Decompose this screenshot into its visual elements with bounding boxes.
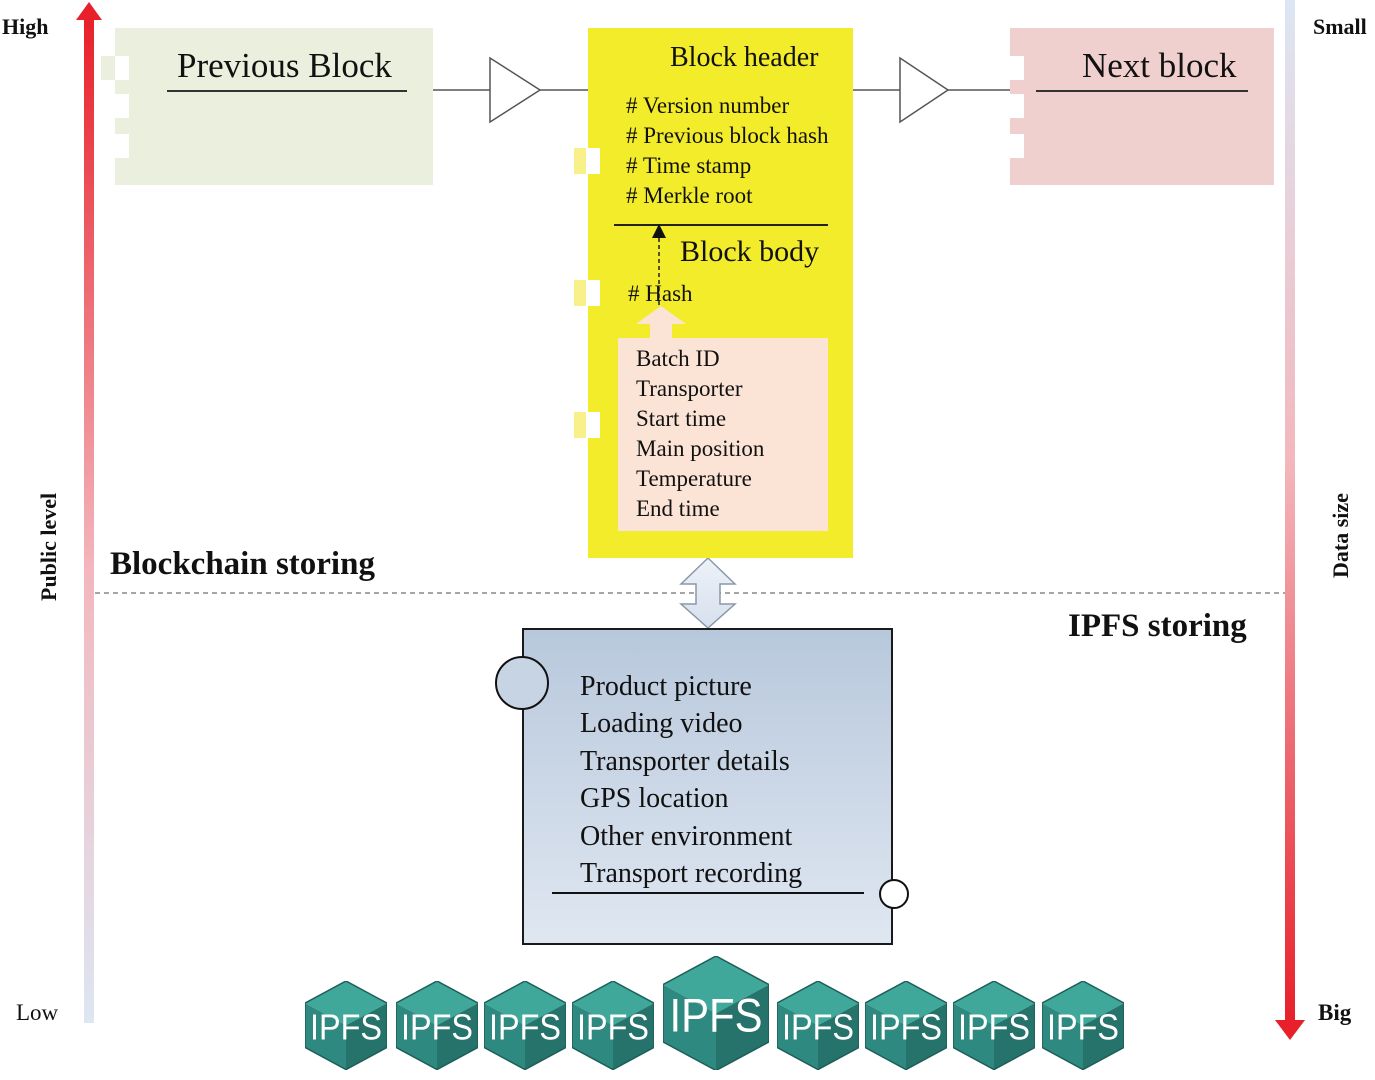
batch-field-transporter: Transporter	[636, 376, 743, 401]
public-level-low-label: Low	[16, 1000, 59, 1025]
block-notch	[574, 148, 600, 174]
public-level-axis-title: Public level	[36, 492, 61, 601]
header-field-previous-hash: # Previous block hash	[626, 123, 829, 148]
ipfs-record: Product picture Loading video Transporte…	[522, 628, 893, 945]
block-notch	[115, 56, 129, 80]
previous-block-title: Previous Block	[177, 46, 392, 85]
block-header-title: Block header	[670, 42, 819, 73]
header-body-divider	[614, 224, 828, 226]
block-notch	[115, 134, 129, 158]
batch-field-batch-id: Batch ID	[636, 346, 720, 371]
block-notch	[574, 280, 600, 306]
ipfs-field-transporter-details: Transporter details	[580, 746, 790, 777]
block-notch	[1010, 94, 1024, 118]
scroll-curl-top	[495, 656, 549, 710]
batch-field-main-position: Main position	[636, 436, 765, 461]
next-block: Next block	[1010, 28, 1274, 185]
batch-to-hash-arrow	[636, 306, 686, 338]
ipfs-field-transport-recording: Transport recording	[580, 858, 803, 889]
blockchain-storing-label: Blockchain storing	[110, 546, 375, 582]
block-notch	[1010, 56, 1024, 80]
block-notch	[574, 412, 600, 438]
next-block-title: Next block	[1082, 46, 1237, 85]
header-field-merkle-root: # Merkle root	[626, 183, 753, 208]
ipfs-record-underline	[552, 892, 864, 894]
header-field-timestamp: # Time stamp	[626, 153, 752, 178]
block-notch	[115, 94, 129, 118]
batch-field-start-time: Start time	[636, 406, 727, 431]
previous-block: Previous Block	[101, 28, 433, 185]
ipfs-storing-label: IPFS storing	[1068, 608, 1247, 644]
next-block-title-underline	[1036, 90, 1248, 92]
data-size-small-label: Small	[1313, 14, 1367, 39]
data-size-big-label: Big	[1318, 1000, 1352, 1025]
batch-field-end-time: End time	[636, 496, 720, 521]
header-field-version: # Version number	[626, 93, 790, 118]
data-size-axis	[1275, 0, 1305, 1040]
batch-field-temperature: Temperature	[636, 466, 752, 491]
block-notch	[1010, 134, 1024, 158]
ipfs-field-other-environment: Other environment	[580, 821, 793, 852]
public-level-high-label: High	[2, 14, 49, 39]
link-arrow-prev-to-current	[433, 56, 588, 124]
hash-to-merkle-arrow	[652, 224, 666, 306]
scroll-curl-bottom	[879, 879, 909, 909]
ipfs-field-product-picture: Product picture	[580, 671, 752, 702]
link-arrow-current-to-next	[853, 56, 1010, 124]
ipfs-field-gps-location: GPS location	[580, 783, 729, 814]
block-body-title: Block body	[680, 235, 820, 268]
public-level-axis	[76, 2, 102, 1023]
ipfs-field-loading-video: Loading video	[580, 708, 743, 739]
data-size-axis-title: Data size	[1328, 493, 1353, 578]
body-hash-field: # Hash	[628, 281, 693, 306]
previous-block-title-underline	[167, 90, 407, 92]
batch-record: Batch ID Transporter Start time Main pos…	[618, 338, 828, 531]
